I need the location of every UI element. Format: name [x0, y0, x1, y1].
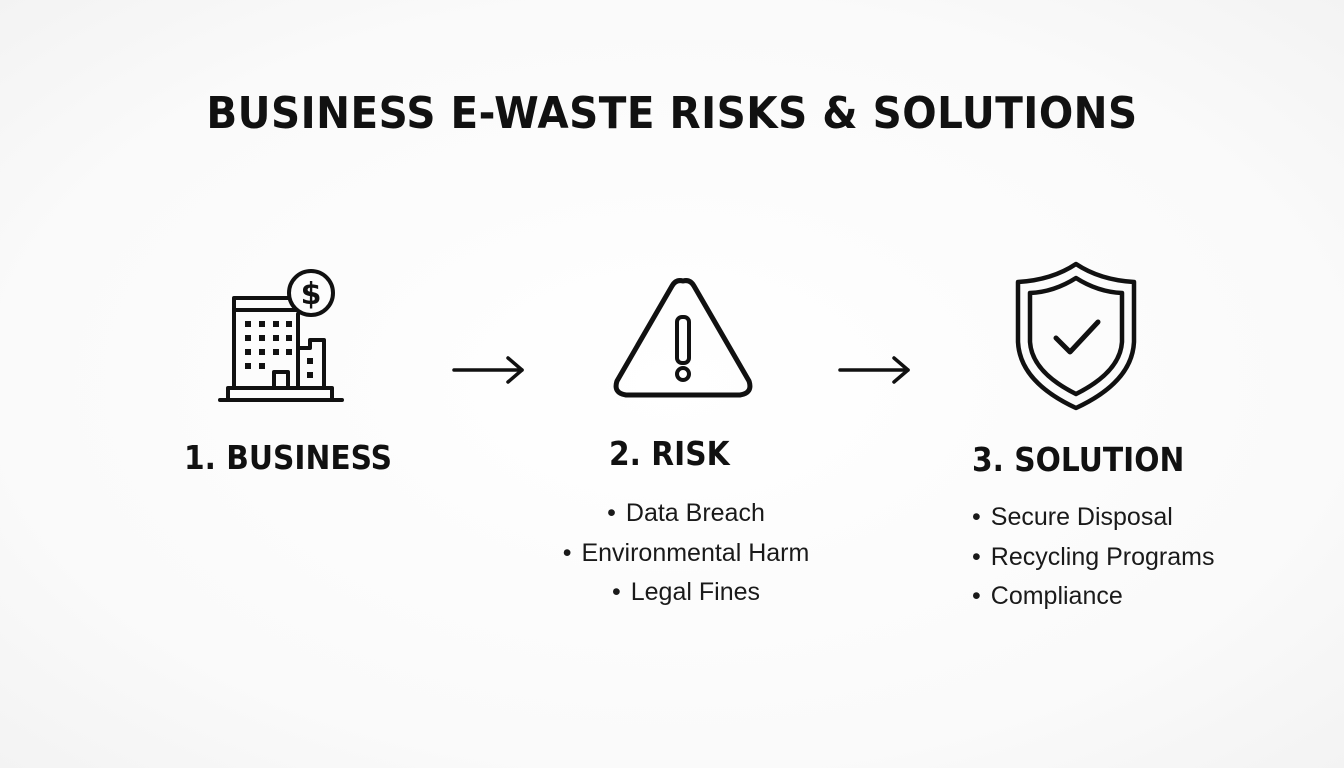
page-title: BUSINESS E-WASTE RISKS & SOLUTIONS — [206, 88, 1138, 139]
building-dollar-icon: $ — [218, 269, 344, 402]
svg-text:$: $ — [301, 277, 322, 312]
step-label-risk: 2. RISK — [609, 434, 730, 473]
list-item: Secure Disposal — [972, 498, 1272, 538]
warning-triangle-icon — [613, 278, 753, 398]
arrow-right-icon — [838, 356, 910, 384]
step-label-solution: 3. SOLUTION — [972, 440, 1185, 479]
list-item: Compliance — [972, 577, 1272, 617]
arrow-right-icon — [452, 356, 524, 384]
list-item: Recycling Programs — [972, 538, 1272, 578]
step-label-business: 1. BUSINESS — [184, 438, 393, 477]
list-item: Legal Fines — [550, 573, 822, 613]
solution-bullet-list: Secure Disposal Recycling Programs Compl… — [972, 498, 1272, 617]
shield-check-icon — [1015, 261, 1137, 411]
list-item: Environmental Harm — [550, 534, 822, 574]
risk-bullet-list: Data Breach Environmental Harm Legal Fin… — [550, 494, 822, 613]
list-item: Data Breach — [550, 494, 822, 534]
